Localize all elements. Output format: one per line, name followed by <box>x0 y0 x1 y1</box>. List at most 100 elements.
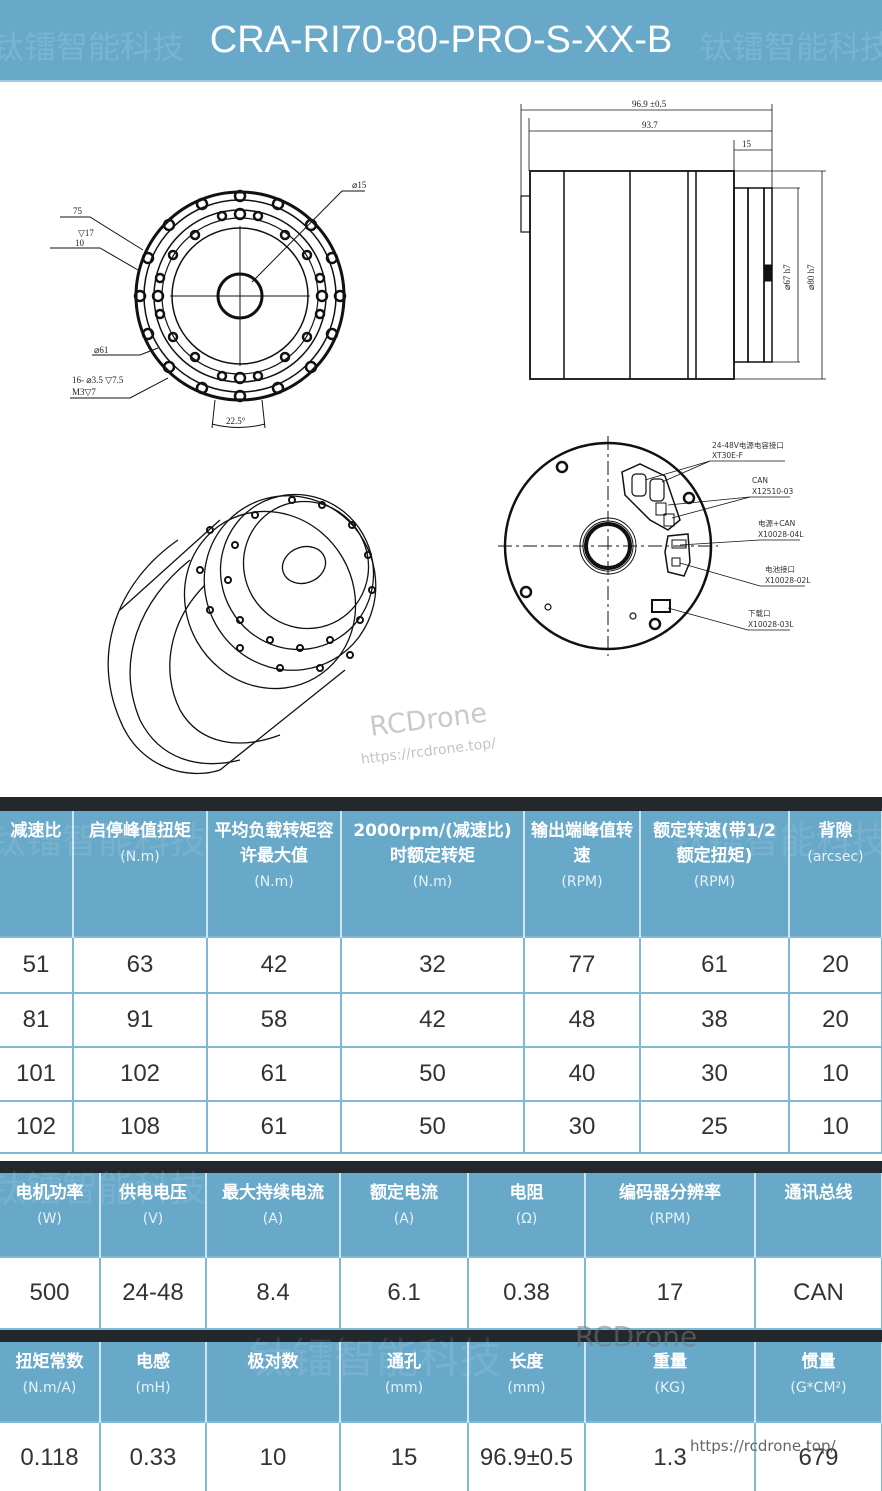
spec-table-mechanical: 扭矩常数(N.m/A) 电感(mH) 极对数 通孔(mm) 长度(mm) 重量(… <box>0 1342 882 1491</box>
watermark-company: 钛镭智能科技 <box>672 821 882 862</box>
cell: 15 <box>339 1421 469 1491</box>
cell: 102 <box>72 1046 208 1102</box>
svg-text:X10028-04L: X10028-04L <box>758 530 804 539</box>
technical-drawings: 75 ▽17 10 ⌀61 16- ⌀3.5 ▽7.5 M3▽7 ⌀15 22.… <box>0 84 882 796</box>
cell: 0.38 <box>467 1256 586 1330</box>
rear-view-drawing: 24-48V电源电容接口 XT30E-F CAN X12510-03 电源+CA… <box>498 436 811 656</box>
svg-text:22.5°: 22.5° <box>226 416 246 426</box>
drawings-svg: 75 ▽17 10 ⌀61 16- ⌀3.5 ▽7.5 M3▽7 ⌀15 22.… <box>50 99 826 775</box>
separator-band-3 <box>0 1330 882 1342</box>
cell: 20 <box>788 992 882 1048</box>
cell: 102 <box>0 1100 74 1154</box>
svg-text:15: 15 <box>742 139 752 149</box>
header-comm-bus: 通讯总线 <box>754 1173 882 1257</box>
svg-text:电源+CAN: 电源+CAN <box>758 518 795 528</box>
header-pole-pairs: 极对数 <box>205 1342 341 1422</box>
cell: 8.4 <box>205 1256 341 1330</box>
header-motor-power: 电机功率(W) <box>0 1173 101 1257</box>
cell: 42 <box>206 936 342 994</box>
svg-text:⌀67 h7: ⌀67 h7 <box>782 264 792 290</box>
cell: 0.33 <box>99 1421 207 1491</box>
header-through-hole: 通孔(mm) <box>339 1342 469 1422</box>
separator-band-1 <box>0 797 882 811</box>
svg-text:下载口: 下载口 <box>748 608 771 618</box>
cell: 24-48 <box>99 1256 207 1330</box>
svg-text:X12510-03: X12510-03 <box>752 487 793 496</box>
cell: 40 <box>523 1046 641 1102</box>
cell: 25 <box>639 1100 790 1154</box>
svg-text:⌀15: ⌀15 <box>352 180 367 190</box>
header-rated-current: 额定电流(A) <box>339 1173 469 1257</box>
watermark-company: 钛镭智能科技 <box>0 821 207 862</box>
header-peak-torque: 启停峰值扭矩(N.m) <box>72 811 208 937</box>
cell: 500 <box>0 1256 101 1330</box>
header-supply-voltage: 供电电压(V) <box>99 1173 207 1257</box>
svg-text:X10028-02L: X10028-02L <box>765 576 811 585</box>
cell: 91 <box>72 992 208 1048</box>
cell: 61 <box>206 1046 342 1102</box>
cell: 108 <box>72 1100 208 1154</box>
svg-text:⌀80 h7: ⌀80 h7 <box>806 264 816 290</box>
cell: 10 <box>205 1421 341 1491</box>
product-title: CRA-RI70-80-PRO-S-XX-B <box>209 18 673 61</box>
header-backlash: 背隙(arcsec) <box>788 811 882 937</box>
watermark-company: 钛镭智能科技 <box>0 1169 207 1210</box>
cell: 51 <box>0 936 74 994</box>
cell: 17 <box>584 1256 756 1330</box>
cell: 101 <box>0 1046 74 1102</box>
watermark-company-left: 钛镭智能科技 <box>0 28 185 66</box>
svg-text:10: 10 <box>75 238 85 248</box>
header-rated-speed: 额定转速(带1/2额定扭矩)(RPM) <box>639 811 790 937</box>
header-resistance: 电阻(Ω) <box>467 1173 586 1257</box>
cell: 1.3 <box>584 1421 756 1491</box>
header-output-peak-speed: 输出端峰值转速(RPM) <box>523 811 641 937</box>
svg-text:电池接口: 电池接口 <box>765 564 795 574</box>
header-weight: 重量(KG) <box>584 1342 756 1422</box>
cell: 61 <box>206 1100 342 1154</box>
cell: 63 <box>72 936 208 994</box>
header-encoder-resolution: 编码器分辨率(RPM) <box>584 1173 756 1257</box>
header-rated-torque: 2000rpm/(减速比)时额定转矩(N.m) <box>340 811 525 937</box>
header-inertia: 惯量(G*CM²) <box>754 1342 882 1422</box>
cell: 61 <box>639 936 790 994</box>
cell: 10 <box>788 1100 882 1154</box>
watermark-url-bottom: https://rcdrone.top/ <box>690 1437 836 1455</box>
cell: 30 <box>639 1046 790 1102</box>
svg-text:▽17: ▽17 <box>78 228 94 238</box>
cell: CAN <box>754 1256 882 1330</box>
watermark-brand-bottom: RCDrone <box>575 1320 698 1353</box>
spec-table-reduction: 减速比 启停峰值扭矩(N.m) 平均负载转矩容许最大值(N.m) 2000rpm… <box>0 811 882 1154</box>
isometric-view-drawing <box>107 493 377 775</box>
header-inductance: 电感(mH) <box>99 1342 207 1422</box>
svg-text:XT30E-F: XT30E-F <box>712 451 743 460</box>
header-reduction-ratio: 减速比 <box>0 811 74 937</box>
cell: 6.1 <box>339 1256 469 1330</box>
header-max-continuous-current: 最大持续电流(A) <box>205 1173 341 1257</box>
watermark-company: 钛镭智能科技 <box>250 1334 503 1383</box>
cell: 96.9±0.5 <box>467 1421 586 1491</box>
cell: 20 <box>788 936 882 994</box>
cell: 42 <box>340 992 525 1048</box>
header-length: 长度(mm) <box>467 1342 586 1422</box>
cell: 0.118 <box>0 1421 101 1491</box>
svg-text:24-48V电源电容接口: 24-48V电源电容接口 <box>712 440 784 450</box>
cell: 81 <box>0 992 74 1048</box>
header-avg-load-torque: 平均负载转矩容许最大值(N.m) <box>206 811 342 937</box>
svg-text:75: 75 <box>73 206 83 216</box>
cell: 10 <box>788 1046 882 1102</box>
svg-text:CAN: CAN <box>752 476 768 485</box>
front-view-drawing: 75 ▽17 10 ⌀61 16- ⌀3.5 ▽7.5 M3▽7 ⌀15 22.… <box>50 180 367 429</box>
cell: 32 <box>340 936 525 994</box>
watermark-company-right: 钛镭智能科技 <box>700 28 882 66</box>
separator-band-2 <box>0 1161 882 1173</box>
svg-text:16- ⌀3.5 ▽7.5: 16- ⌀3.5 ▽7.5 <box>72 375 124 385</box>
cell: 48 <box>523 992 641 1048</box>
title-bar: 钛镭智能科技 CRA-RI70-80-PRO-S-XX-B 钛镭智能科技 <box>0 0 882 82</box>
cell: 50 <box>340 1100 525 1154</box>
side-view-drawing: 96.9 ±0.5 93.7 15 ⌀67 h7 ⌀80 h7 <box>520 99 826 380</box>
